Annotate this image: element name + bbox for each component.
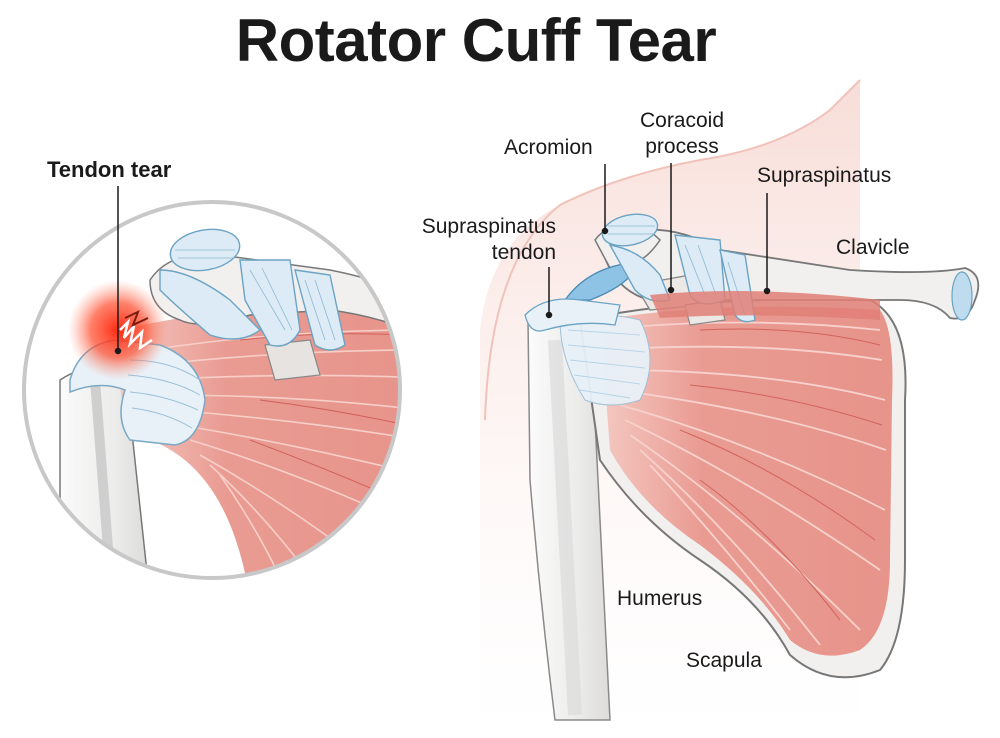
inset-magnified-view	[22, 200, 402, 580]
label-supraspinatus: Supraspinatus	[757, 164, 892, 187]
main-shoulder-view	[480, 79, 980, 738]
inset-border	[22, 200, 402, 580]
label-acromion: Acromion	[504, 136, 593, 159]
diagram-title: Rotator Cuff Tear	[235, 7, 717, 74]
tear-mark	[119, 317, 153, 351]
label-coracoid-process: Coracoid process	[639, 109, 725, 158]
label-clavicle: Clavicle	[836, 236, 910, 259]
label-scapula: Scapula	[686, 649, 762, 672]
label-humerus: Humerus	[617, 587, 703, 610]
leader-lines	[114, 163, 771, 355]
label-supraspinatus-tendon: Supraspinatus tendon	[421, 215, 556, 264]
label-tendon-tear: Tendon tear	[47, 157, 172, 182]
